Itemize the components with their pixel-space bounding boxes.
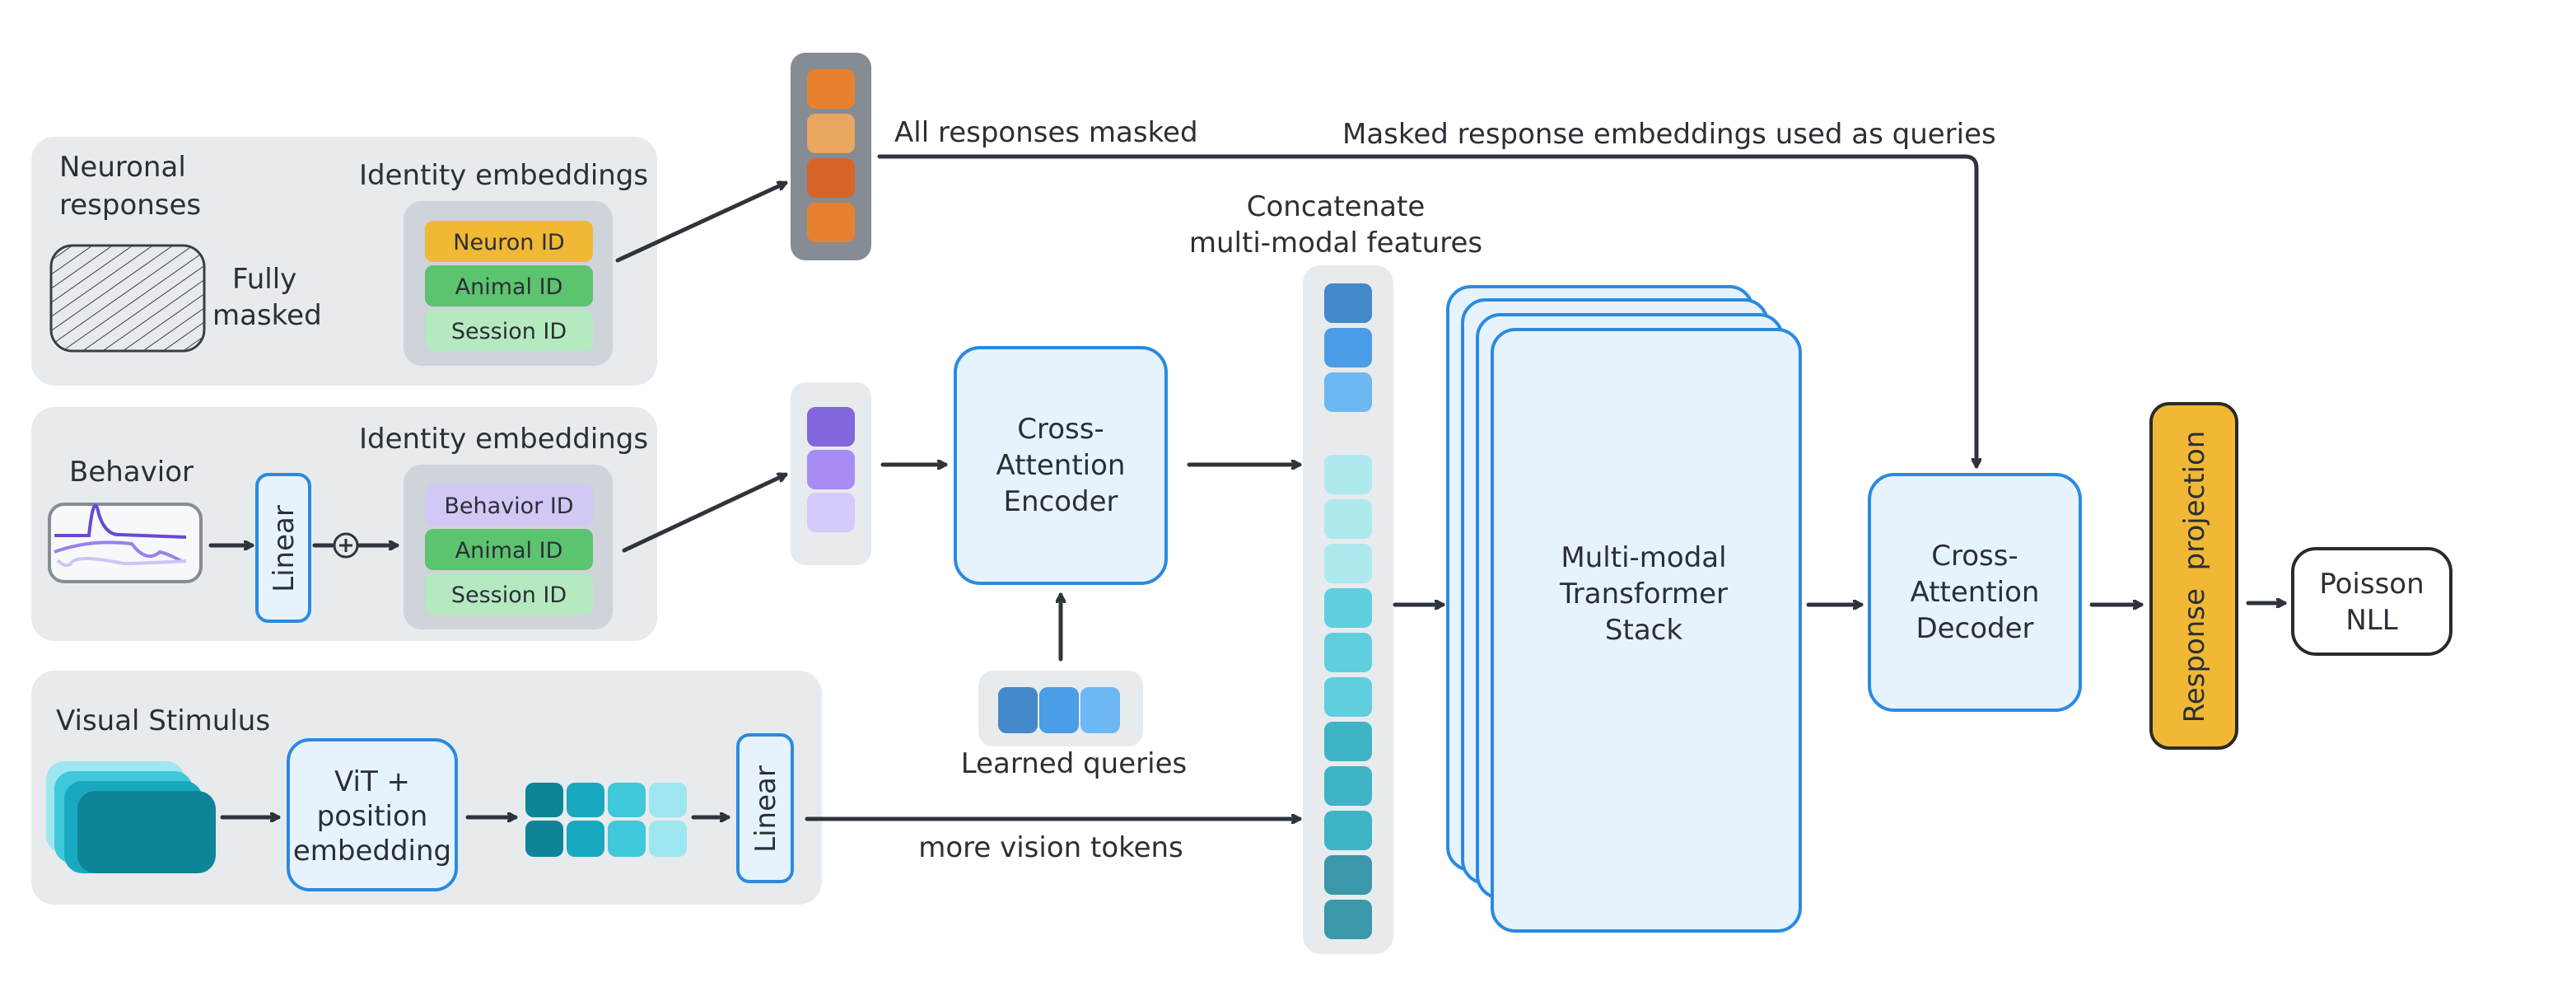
concat-token (1324, 900, 1372, 939)
animal-id-label: Animal ID (455, 274, 563, 300)
session-id-label: Session ID (451, 582, 567, 608)
identity-embeddings-title: Identity embeddings (359, 159, 648, 192)
vit-token (567, 821, 604, 857)
more-vision-tokens-label: more vision tokens (918, 831, 1183, 864)
vit-token (608, 783, 646, 817)
vit-token (608, 821, 646, 857)
concat-token (1324, 544, 1372, 583)
response-token (807, 158, 855, 198)
vit-patch-tokens (525, 783, 687, 857)
behavior-panel: Behavior Linear Identity embeddings Beha… (31, 407, 657, 641)
behavior-linear-label: Linear (268, 505, 301, 592)
transformer-line2: Transformer (1559, 578, 1728, 610)
concat-token (1324, 283, 1372, 323)
vit-token (525, 821, 563, 857)
vit-line3: embedding (293, 835, 451, 868)
visual-stimulus-title: Visual Stimulus (56, 704, 270, 737)
concat-label-line2: multi-modal features (1189, 227, 1482, 260)
animal-id-chip (425, 265, 593, 306)
encoder-line1: Cross- (1017, 413, 1104, 446)
animal-id-label: Animal ID (455, 538, 563, 564)
behavior-title: Behavior (69, 456, 194, 489)
vit-line1: ViT + (334, 765, 410, 798)
concat-token (1324, 588, 1372, 628)
vit-block (287, 738, 458, 891)
behavior-id-label: Behavior ID (444, 494, 573, 519)
neuron-id-chip (425, 221, 593, 262)
concat-token (1324, 372, 1372, 412)
concat-token (1324, 855, 1372, 895)
session-id-chip (425, 573, 593, 615)
masked-queries-label: Masked response embeddings used as queri… (1342, 118, 1996, 151)
behavior-token (807, 450, 855, 489)
cross-attention-encoder-block (954, 346, 1168, 585)
loss-line1: Poisson (2319, 568, 2424, 601)
vit-token (567, 783, 604, 817)
behavior-identity-title: Identity embeddings (359, 423, 648, 456)
neuron-id-label: Neuron ID (453, 230, 564, 255)
concat-token (1324, 766, 1372, 806)
decoder-line2: Attention (1911, 576, 2040, 609)
concat-token (1324, 811, 1372, 850)
response-projection-label: Response projection (2178, 431, 2211, 723)
visual-stimulus-panel: Visual Stimulus ViT + position embedding… (31, 671, 822, 905)
transformer-line1: Multi-modal (1561, 541, 1726, 574)
behavior-token (807, 493, 855, 532)
concat-token (1324, 328, 1372, 367)
behavior-token (807, 407, 855, 447)
neuronal-title-line1: Neuronal (59, 151, 186, 184)
concat-token (1324, 499, 1372, 539)
query-token (1039, 687, 1079, 733)
session-id-label: Session ID (451, 319, 567, 344)
neuronal-title-line2: responses (59, 189, 201, 222)
animal-id-chip (425, 529, 593, 570)
cross-attention-decoder-block (1868, 473, 2082, 712)
response-token (807, 203, 855, 242)
behavior-id-chip (425, 484, 593, 526)
transformer-stack-block (1446, 285, 1802, 933)
transformer-line3: Stack (1605, 614, 1682, 647)
session-id-chip (425, 310, 593, 351)
fully-masked-line2: masked (212, 299, 322, 332)
loss-line2: NLL (2345, 604, 2397, 637)
concat-token (1324, 677, 1372, 717)
image-stack-icon (46, 761, 216, 873)
encoder-line2: Attention (996, 449, 1126, 482)
vit-token (649, 821, 687, 857)
learned-queries-label: Learned queries (961, 747, 1187, 780)
fully-masked-line1: Fully (232, 263, 296, 296)
vit-token (525, 783, 563, 817)
query-token (1080, 687, 1120, 733)
query-token (998, 687, 1038, 733)
concat-token (1324, 455, 1372, 494)
vision-linear-label: Linear (749, 765, 782, 853)
response-token (807, 114, 855, 153)
encoder-line3: Encoder (1003, 485, 1118, 518)
all-responses-masked-label: All responses masked (894, 116, 1198, 149)
masked-queries-arrow (877, 154, 1976, 469)
concat-label-line1: Concatenate (1247, 190, 1426, 223)
neuronal-responses-panel: Neuronal responses Fully masked Identity… (31, 137, 657, 386)
vit-token (649, 783, 687, 817)
poisson-nll-block (2291, 547, 2452, 656)
decoder-line1: Cross- (1931, 540, 2018, 573)
vision-linear-block (736, 733, 794, 883)
vit-line2: position (317, 800, 428, 833)
behavior-linear-block (255, 473, 311, 623)
decoder-line3: Decoder (1916, 612, 2033, 645)
concat-token (1324, 722, 1372, 761)
concat-token (1324, 633, 1372, 672)
response-token (807, 69, 855, 109)
masked-responses-icon (49, 244, 206, 353)
response-projection-block (2149, 402, 2238, 750)
